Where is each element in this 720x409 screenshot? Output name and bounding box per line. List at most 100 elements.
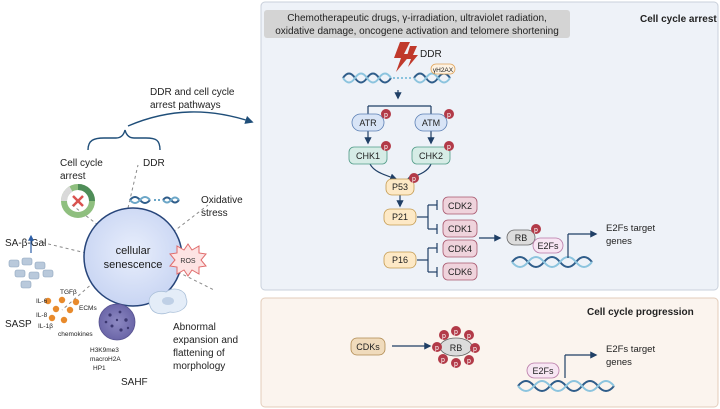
sa-beta-gal-cells-icon [8,257,54,289]
p16-node [383,251,417,269]
svg-text:p: p [467,333,471,340]
cdk1-label: CDK1 [448,224,472,234]
ddr-left-label: DDR [143,158,165,169]
ros-label: ROS [180,258,196,265]
morph-label-3: flattening of [173,348,225,359]
center-label-2: senescence [104,259,163,271]
chk2-label: CHK2 [419,151,443,161]
cdk4-node [442,239,478,258]
rb-arrest-label: RB [515,233,528,243]
cdk6-node [442,262,478,281]
cdks-label: CDKs [356,342,380,352]
p53-phospho-label: p [412,176,416,183]
p21-label: P21 [392,212,408,222]
atr-label: ATR [359,118,377,128]
morph-label-1: Abnormal [173,322,216,333]
chk1-node [348,146,388,165]
chk1-phospho [381,141,391,151]
sasp-dots-icon [44,296,80,324]
progress-target-label-2: genes [606,357,632,368]
svg-text:p: p [442,333,446,340]
sahf-nucleus-icon [98,303,136,341]
atr-phospho-label: p [384,112,388,119]
progress-target-arrow [564,351,598,378]
cdks-node [350,337,386,356]
atm-phospho-label: p [447,112,451,119]
pathway-brace [87,129,161,151]
cell-cycle-progression-panel [260,297,719,408]
sa-beta-gal-label: SA-β-Gal [5,238,46,249]
sahf-label: SAHF [121,377,148,388]
cell-cycle-arrest-panel [260,1,719,291]
damage-lightning-icon [394,42,418,72]
cell-cycle-arrest-label-2: arrest [60,171,86,182]
atm-phospho [444,109,454,119]
cell-cycle-wheel-icon [61,184,95,218]
atr-phospho [381,109,391,119]
rb-phospho-dots [432,326,480,368]
arrest-dna-icon [511,256,593,268]
p53-label: P53 [392,182,408,192]
atr-node [351,113,385,132]
svg-text:p: p [435,345,439,352]
sahf-macro: macroH2A [90,356,121,363]
svg-text:p: p [454,329,458,336]
morph-label-2: expansion and [173,335,238,346]
ddr-right-label: DDR [420,49,442,60]
p53-phospho [409,173,419,183]
arrest-target-label-1: E2Fs target [606,223,655,234]
e2fs-arrest-label: E2Fs [537,241,559,251]
pathway-label-1: DDR and cell cycle [150,87,235,98]
sasp-tgfb: TGFβ [60,289,77,296]
center-label-1: cellular [116,245,151,257]
gh2ax-label: γH2AX [433,67,454,74]
svg-text:p: p [441,357,445,364]
dna-fragment-icon [129,196,180,204]
pathway-arrow [127,111,254,127]
chk2-phospho [444,141,454,151]
sasp-il1b: IL-1β [38,323,53,330]
chk2-phospho-label: p [447,144,451,151]
pathway-label-2: arrest pathways [150,100,221,111]
chk2-node [411,146,451,165]
oxidative-label-1: Oxidative [201,195,243,206]
cell-cycle-arrest-label-1: Cell cycle [60,158,103,169]
cdk4-label: CDK4 [448,244,472,254]
sasp-il8: IL-8 [36,312,48,319]
arrest-target-arrow [567,230,598,258]
p53-node [385,178,415,196]
ros-burst-icon [169,243,207,277]
inhibition-lines [417,200,502,277]
progress-target-label-1: E2Fs target [606,344,655,355]
morph-label-4: morphology [173,361,225,372]
chk1-label: CHK1 [356,151,380,161]
e2fs-arrest-node [532,237,564,254]
arrest-panel-title: Cell cycle arrest [640,14,717,25]
rb-arrest-node [506,229,536,246]
cdk6-label: CDK6 [448,267,472,277]
rb-phospho-p-labels: p p p p p p p p [435,329,477,368]
progress-dna-icon [517,380,615,392]
atm-label: ATM [422,118,440,128]
flattened-cell-icon [148,288,188,315]
progression-panel-title: Cell cycle progression [587,307,694,318]
oxidative-label-2: stress [201,208,228,219]
svg-text:p: p [467,358,471,365]
cdk2-label: CDK2 [448,201,472,211]
sahf-hp1: HP1 [93,365,106,372]
p21-node [383,208,417,226]
sahf-h3k9: H3K9me3 [90,347,119,354]
e2fs-progress-label: E2Fs [532,366,554,376]
e2fs-progress-node [526,362,560,379]
rb-arrest-phospho-label: p [534,227,538,234]
rb-progress-label: RB [450,343,463,353]
atm-node [414,113,448,132]
stimuli-text-1: Chemotherapeutic drugs, γ-irradiation, u… [287,13,547,24]
svg-text:p: p [454,361,458,368]
svg-text:p: p [473,346,477,353]
cdk1-node [442,219,478,238]
arrest-target-label-2: genes [606,236,632,247]
rb-arrest-phospho [531,224,541,234]
p16-label: P16 [392,255,408,265]
